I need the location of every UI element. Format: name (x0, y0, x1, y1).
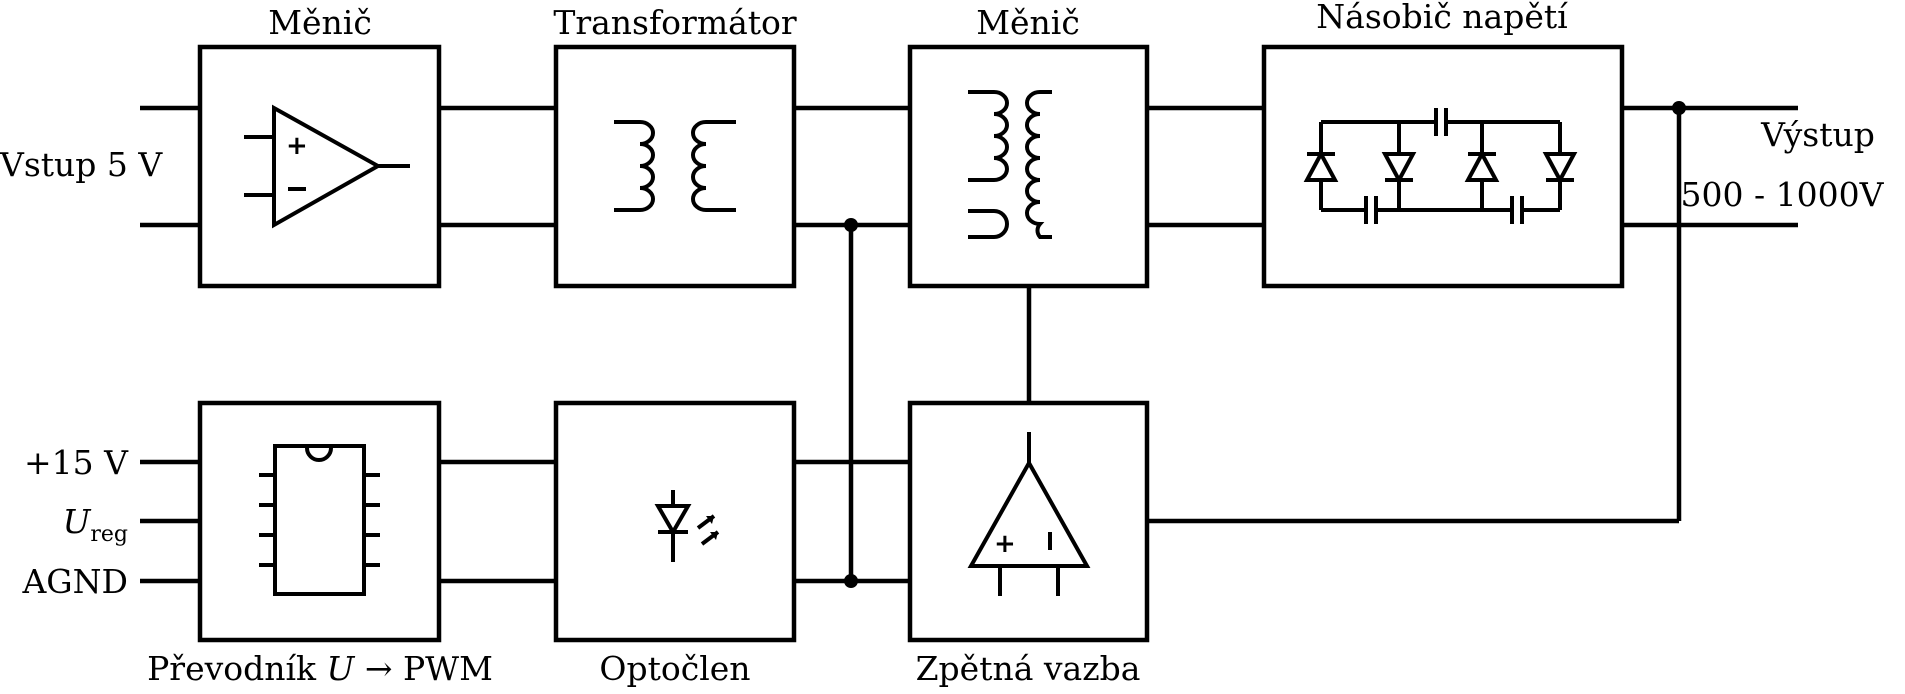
junction-dot (1672, 101, 1686, 115)
block-converter-input: + (197, 44, 442, 289)
plus-sign: + (994, 529, 1016, 559)
block-pwm-converter (197, 400, 442, 643)
block-title: Násobič napětí (1316, 0, 1568, 36)
supply-label: +15 V (24, 443, 129, 482)
output-range-label: 500 - 1000V (1681, 175, 1885, 214)
transformer-icon (614, 120, 736, 212)
ureg-label: Ureg (63, 502, 128, 547)
junction-dot (844, 574, 858, 588)
block-title: Převodník U → PWM (147, 649, 493, 688)
block-title: Měnič (268, 3, 372, 42)
led-icon (654, 490, 720, 562)
block-title: Měnič (976, 3, 1080, 42)
output-label: Výstup (1760, 115, 1875, 154)
junction-dot (844, 218, 858, 232)
agnd-label: AGND (21, 562, 128, 601)
wires (140, 105, 1798, 584)
block-title: Optočlen (599, 649, 750, 688)
transformer-icon (968, 90, 1052, 239)
op-amp-icon: + (967, 432, 1091, 596)
input-label: Vstup 5 V (0, 145, 163, 184)
block-title: Zpětná vazba (916, 649, 1141, 688)
block-title: Transformátor (553, 3, 797, 42)
ic-chip-icon (259, 444, 380, 596)
plus-sign: + (286, 131, 308, 161)
block-transformer (553, 44, 797, 289)
op-amp-icon: + (244, 104, 410, 229)
block-feedback: + (907, 400, 1150, 643)
block-optocoupler (553, 400, 797, 643)
voltage-multiplier-icon (1303, 108, 1578, 224)
block-voltage-multiplier (1261, 44, 1625, 289)
block-converter-hv (907, 44, 1150, 289)
